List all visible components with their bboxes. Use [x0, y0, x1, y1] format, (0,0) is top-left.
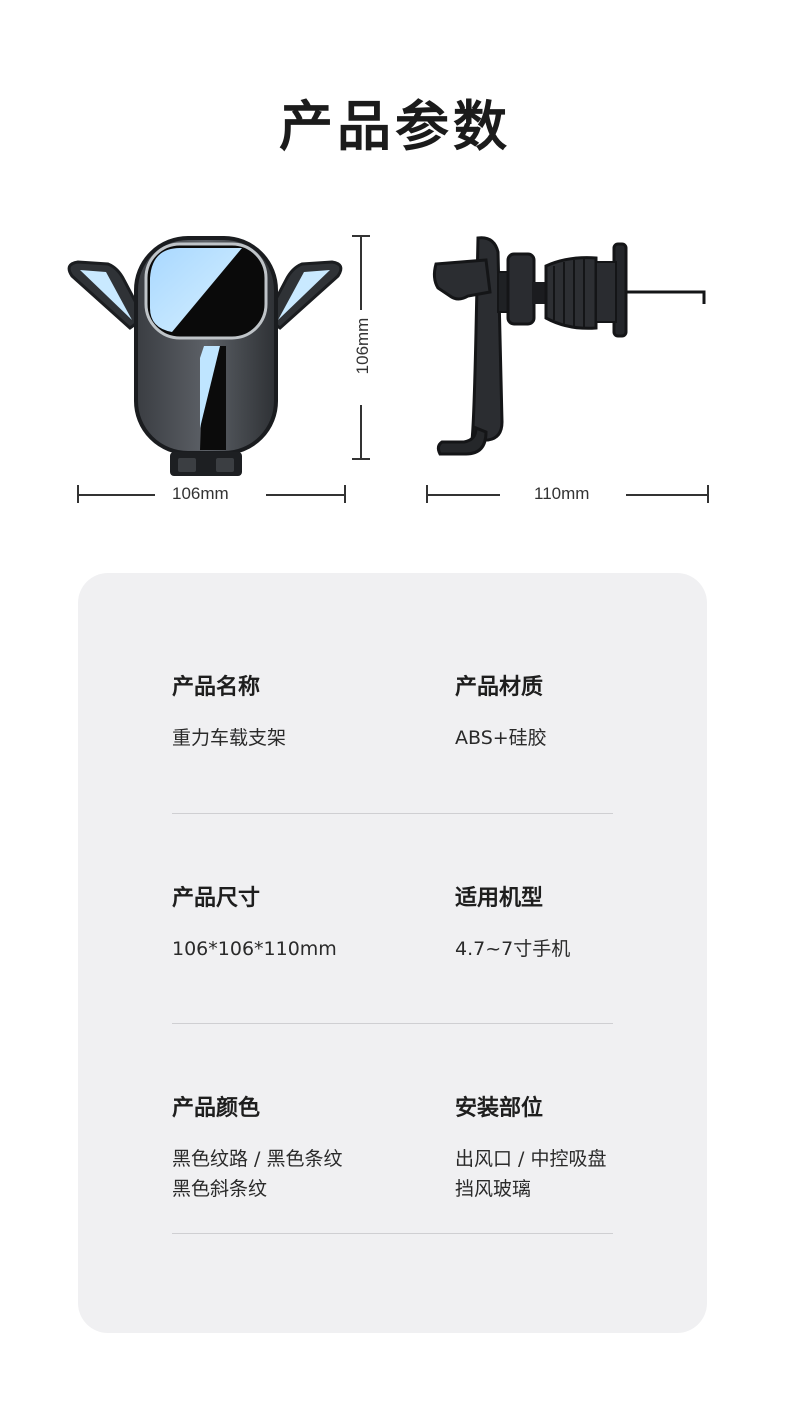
front-height-bottom-tick	[352, 458, 370, 460]
spec-value: 出风口 / 中控吸盘 挡风玻璃	[455, 1144, 606, 1204]
spec-divider	[172, 1233, 613, 1234]
spec-product-name: 产品名称 重力车载支架	[172, 669, 286, 753]
front-width-label: 106mm	[172, 484, 229, 503]
front-width-right-tick	[344, 485, 346, 503]
holder-side-illustration	[432, 236, 706, 456]
spec-material: 产品材质 ABS+硅胶	[455, 669, 547, 753]
front-width-line-right	[266, 494, 344, 496]
side-width-line-right	[626, 494, 707, 496]
spec-label: 适用机型	[455, 886, 544, 911]
spec-value: 106*106*110mm	[172, 938, 337, 960]
front-height-label: 106mm	[353, 317, 372, 375]
spec-value: 4.7~7寸手机	[455, 938, 571, 960]
spec-divider	[172, 1023, 613, 1024]
spec-card: 产品名称 重力车载支架 产品材质 ABS+硅胶 产品尺寸 106*106*110…	[78, 573, 707, 1333]
spec-value-line: 出风口 / 中控吸盘	[455, 1148, 607, 1170]
spec-value-line: 挡风玻璃	[455, 1178, 532, 1200]
front-width-line-left	[77, 494, 155, 496]
holder-front-illustration	[67, 236, 343, 476]
spec-value: 黑色纹路 / 黑色条纹 黑色斜条纹	[172, 1144, 342, 1204]
spec-label: 产品材质	[455, 675, 544, 700]
spec-install-location: 安装部位 出风口 / 中控吸盘 挡风玻璃	[455, 1090, 606, 1204]
spec-value-line: 黑色纹路 / 黑色条纹	[172, 1148, 343, 1170]
front-height-line-bottom	[360, 405, 362, 458]
side-width-line-left	[426, 494, 500, 496]
spec-size: 产品尺寸 106*106*110mm	[172, 880, 337, 964]
spec-value: 重力车载支架	[172, 727, 287, 749]
side-width-label: 110mm	[534, 484, 590, 503]
spec-label: 产品尺寸	[172, 886, 261, 911]
spec-color: 产品颜色 黑色纹路 / 黑色条纹 黑色斜条纹	[172, 1090, 342, 1204]
spec-label: 产品名称	[172, 675, 261, 700]
spec-value-line: 黑色斜条纹	[172, 1178, 268, 1200]
spec-label: 产品颜色	[172, 1096, 261, 1121]
page-title: 产品参数	[279, 95, 511, 158]
spec-value: ABS+硅胶	[455, 727, 547, 749]
front-height-line-top	[360, 235, 362, 310]
spec-divider	[172, 813, 613, 814]
side-width-right-tick	[707, 485, 709, 503]
spec-compatible-models: 适用机型 4.7~7寸手机	[455, 880, 570, 964]
spec-label: 安装部位	[455, 1096, 544, 1121]
